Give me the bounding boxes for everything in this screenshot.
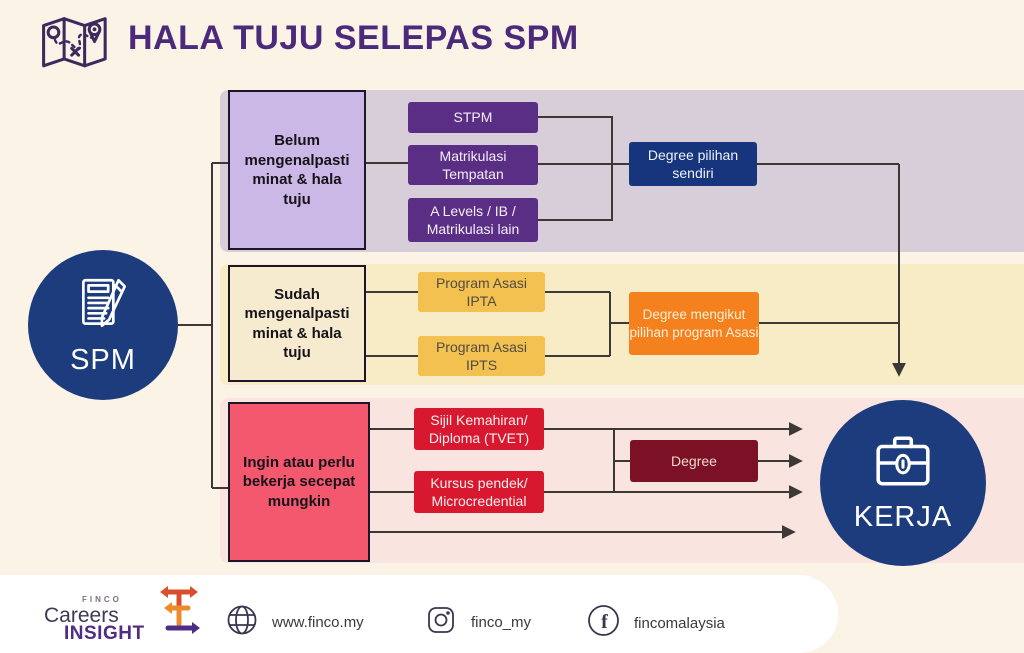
option-program-asasi-ipta: Program Asasi IPTA — [418, 272, 545, 312]
outcome-degree-pilihan-sendiri: Degree pilihan sendiri — [629, 142, 757, 186]
instagram-label: finco_my — [471, 614, 532, 631]
website-label: www.finco.my — [272, 614, 364, 631]
website-link: www.finco.my — [226, 604, 364, 641]
document-pencil-icon — [72, 273, 134, 340]
spm-label: SPM — [70, 344, 136, 376]
option-kursus-pendek: Kursus pendek/ Microcredential — [414, 471, 544, 513]
briefcase-icon — [868, 432, 938, 497]
option-a-levels-ib: A Levels / IB / Matrikulasi lain — [408, 198, 538, 242]
spm-node: SPM — [28, 250, 178, 400]
svg-text:f: f — [601, 611, 608, 633]
logo-insight: INSIGHT — [64, 623, 145, 644]
finco-careers-insight-logo: FINCO Careers INSIGHT — [36, 582, 206, 646]
kerja-node: KERJA — [820, 400, 986, 566]
kerja-label: KERJA — [853, 501, 953, 533]
category-sudah-mengenalpasti: Sudah mengenalpasti minat & hala tuju — [228, 265, 366, 382]
footer-background — [0, 575, 838, 653]
map-icon — [36, 7, 112, 84]
category-belum-mengenalpasti: Belum mengenalpasti minat & hala tuju — [228, 90, 366, 250]
outcome-degree-program-asasi: Degree mengikut pilihan program Asasi — [629, 292, 759, 355]
facebook-link: f fincomalaysia — [587, 604, 725, 642]
outcome-degree: Degree — [630, 440, 758, 482]
page-title: HALA TUJU SELEPAS SPM — [128, 19, 579, 57]
category-ingin-bekerja: Ingin atau perlu bekerja secepat mungkin — [228, 402, 370, 562]
option-matrikulasi-tempatan: Matrikulasi Tempatan — [408, 145, 538, 185]
option-stpm: STPM — [408, 102, 538, 133]
option-sijil-tvet: Sijil Kemahiran/ Diploma (TVET) — [414, 408, 544, 450]
instagram-icon — [425, 604, 457, 641]
logo-brand: FINCO — [82, 595, 122, 604]
facebook-label: fincomalaysia — [634, 614, 725, 632]
globe-icon — [226, 604, 258, 641]
facebook-icon: f — [587, 604, 620, 642]
crossing-arrows-icon — [154, 582, 206, 649]
instagram-link: finco_my — [425, 604, 531, 641]
logo-careers: Careers — [44, 604, 119, 627]
option-program-asasi-ipts: Program Asasi IPTS — [418, 336, 545, 376]
